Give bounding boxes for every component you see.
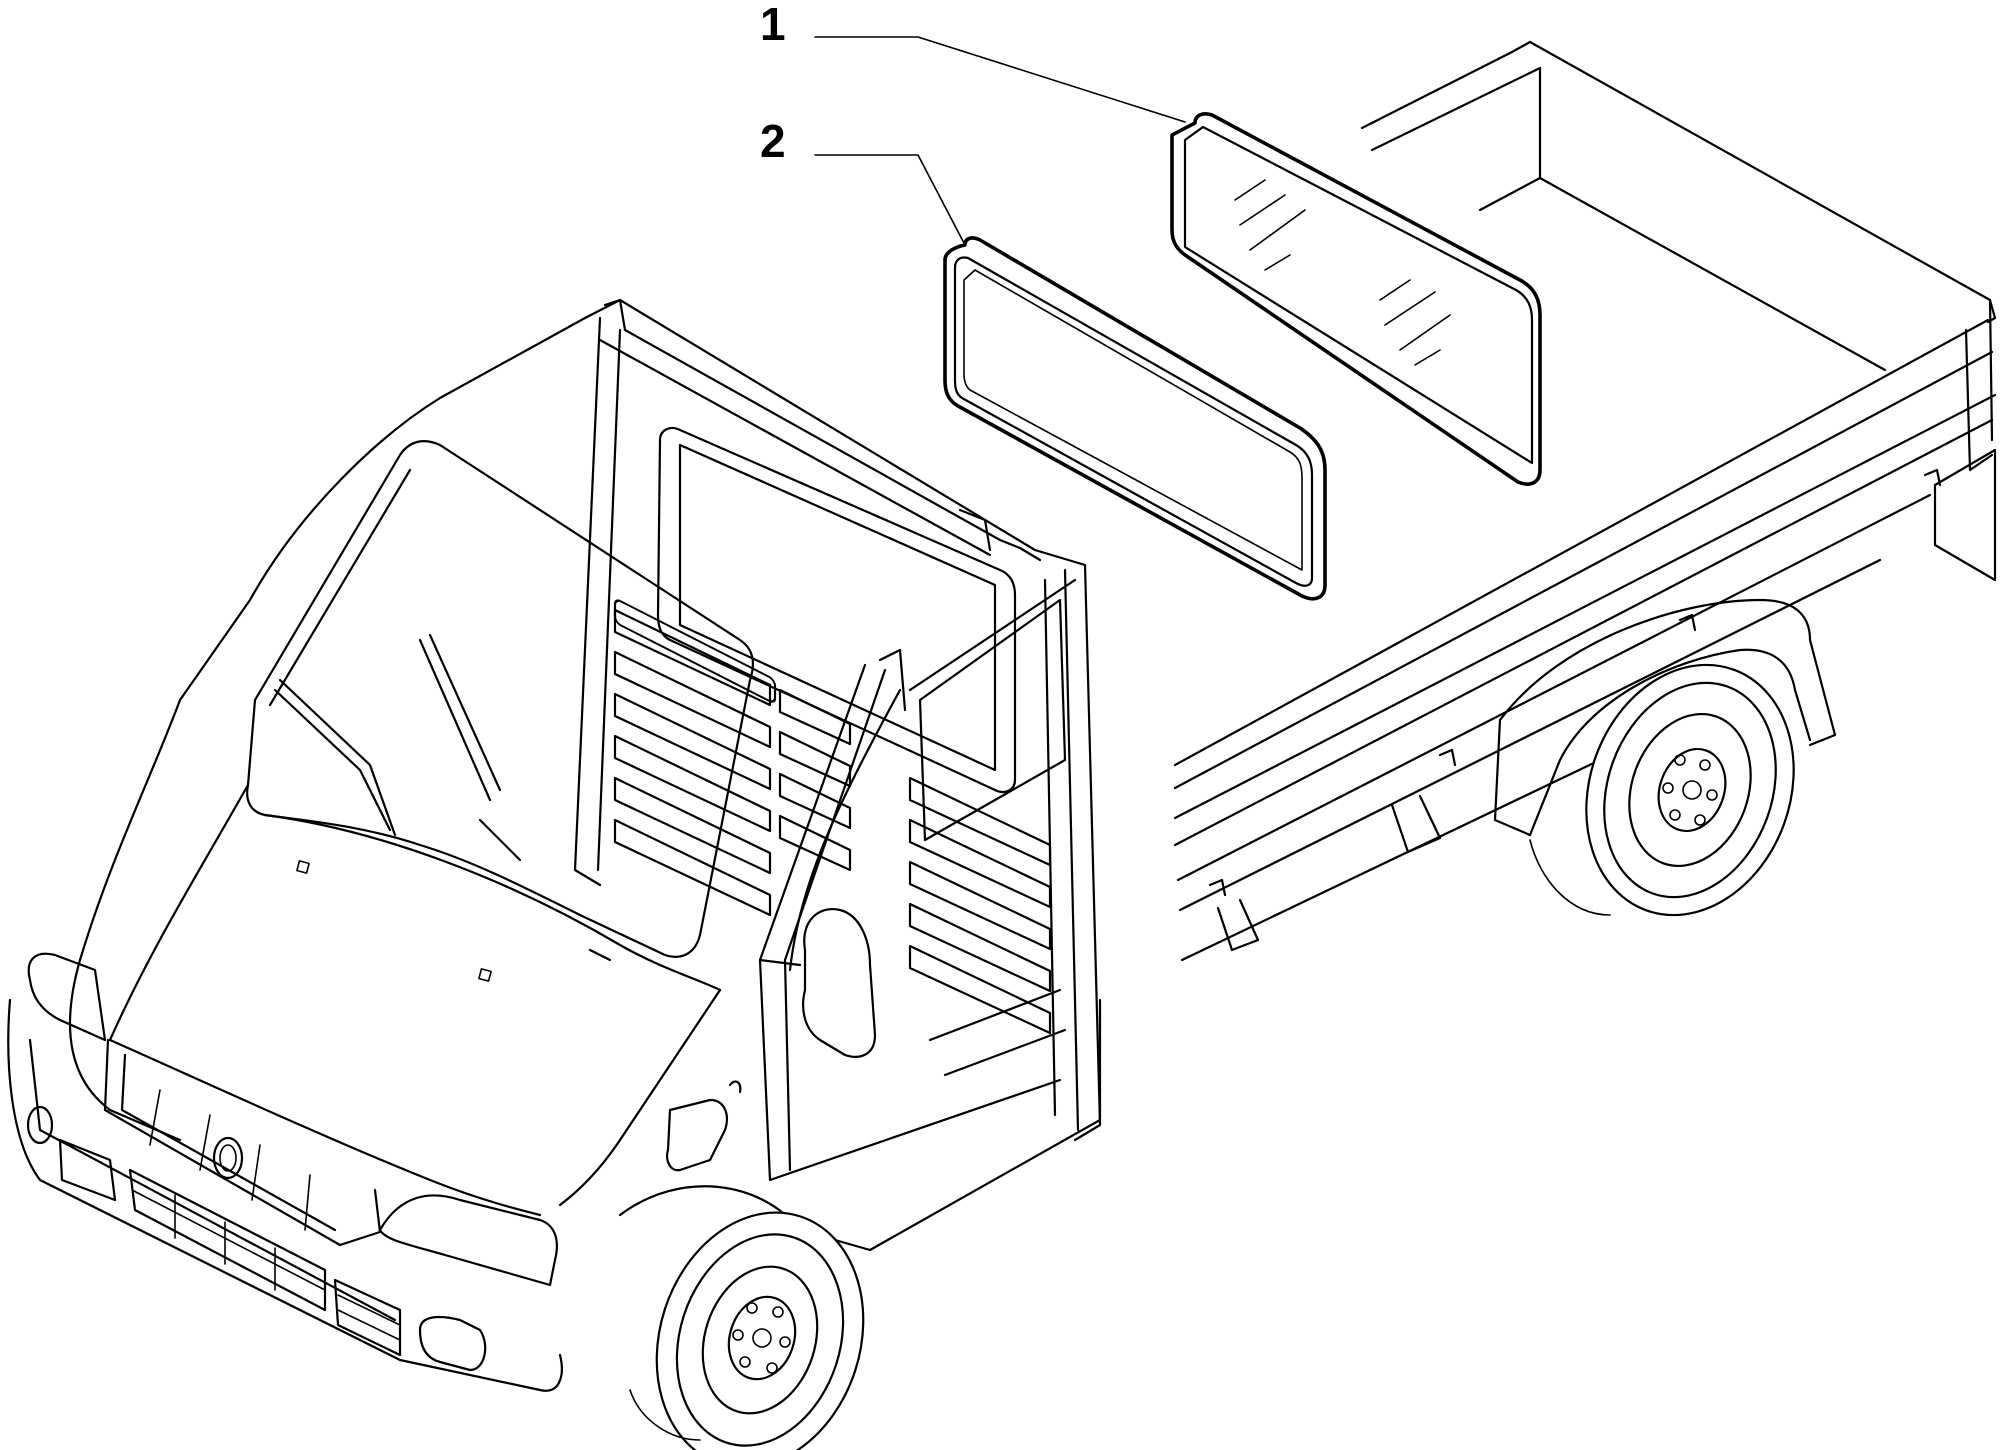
callout-1-leader [814,36,1186,123]
callout-1: 1 [760,0,1186,123]
rear-window-seal [943,236,1327,601]
front-wheel [618,1185,872,1450]
callout-2-leader [814,154,966,246]
callout-1-number: 1 [760,0,786,50]
callout-2-number: 2 [760,115,786,167]
cab-body [7,298,1102,1450]
callout-2: 2 [760,115,966,246]
rear-wheel [1529,663,1795,917]
rear-window-glass [1170,112,1542,486]
cargo-bed [1173,40,1997,962]
